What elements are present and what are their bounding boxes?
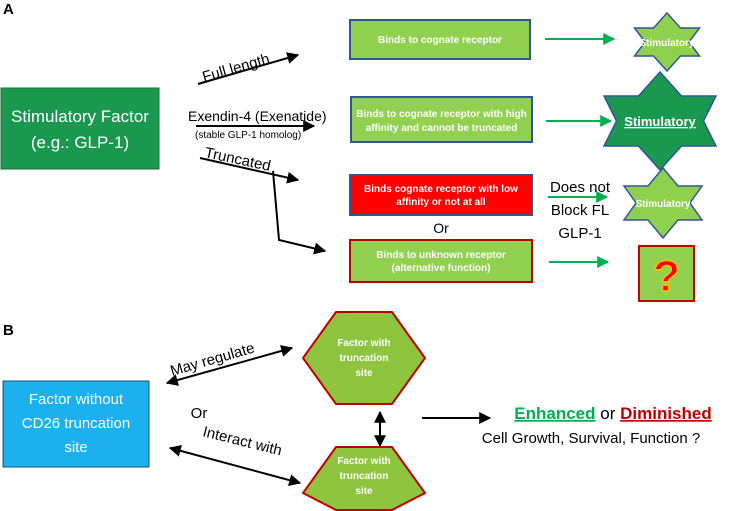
factor-without-site-box: Factor without CD26 truncation site: [2, 380, 150, 468]
binds-cognate-text: Binds to cognate receptor: [378, 35, 502, 46]
hex-top-text-1: Factor with: [337, 338, 390, 349]
unknown-receptor-box: Binds to unknown receptor (alternative f…: [349, 239, 533, 283]
may-regulate-label: May regulate: [168, 340, 256, 380]
stimulatory-factor-title: Stimulatory Factor: [11, 107, 149, 126]
full-length-arrow: [197, 52, 300, 85]
exendin-note: (stable GLP-1 homolog): [195, 130, 301, 141]
high-affinity-text-1: Binds to cognate receptor with high: [356, 109, 527, 120]
low-affinity-text-2: affinity or not at all: [396, 197, 486, 208]
star-big-label: Stimulatory: [624, 114, 696, 129]
interact-with-arrow: [168, 445, 302, 486]
unknown-receptor-text-1: Binds to unknown receptor: [376, 250, 506, 261]
stimulatory-factor-example: (e.g.: GLP-1): [31, 133, 129, 152]
star-big: Stimulatory: [602, 70, 718, 172]
star-top: Stimulatory: [633, 11, 701, 73]
hex-top-text-2: truncation: [340, 353, 389, 364]
low-affinity-box: Binds cognate receptor with low affinity…: [349, 174, 533, 216]
truncated-label: Truncated: [203, 144, 272, 175]
stimulatory-factor-box: Stimulatory Factor (e.g.: GLP-1): [0, 87, 160, 170]
panel-a-or-label: Or: [433, 220, 449, 236]
factor-box-text-2: CD26 truncation: [22, 415, 130, 432]
low-affinity-text-1: Binds cognate receptor with low: [364, 184, 518, 195]
hexagon-bottom: Factor with truncation site: [301, 446, 427, 511]
question-mark-icon: ?: [653, 252, 680, 301]
alternate-branch-arrow: [272, 170, 327, 255]
unknown-receptor-text-2: (alternative function): [392, 263, 491, 274]
star-small: Stimulatory: [622, 166, 704, 240]
full-length-label: Full length: [200, 50, 271, 85]
star-top-label: Stimulatory: [639, 38, 694, 49]
hex-top-text-3: site: [355, 368, 373, 379]
panel-b-or-label: Or: [191, 405, 208, 422]
high-affinity-text-2: affinity and cannot be truncated: [366, 123, 518, 134]
hexagon-top: Factor with truncation site: [301, 311, 427, 405]
outcome-text: Cell Growth, Survival, Function ?: [482, 430, 700, 447]
high-affinity-box: Binds to cognate receptor with high affi…: [350, 96, 533, 143]
panel-a-label: A: [3, 1, 14, 18]
hex-bottom-text-3: site: [355, 486, 373, 497]
interact-with-label: Interact with: [201, 423, 284, 459]
or-word-text: or: [600, 404, 615, 423]
panel-b-label: B: [3, 322, 14, 339]
does-not-line-3: GLP-1: [558, 225, 601, 242]
exendin-label: Exendin-4 (Exenatide): [188, 108, 327, 124]
enhanced-label: Enhanced: [514, 404, 595, 423]
does-not-line-2: Block FL: [551, 202, 609, 219]
may-regulate-arrow: [165, 345, 294, 386]
diminished-label: Diminished: [620, 404, 712, 423]
hex-bottom-text-2: truncation: [340, 471, 389, 482]
outcome-heading: Enhanced or Diminished: [514, 404, 711, 423]
does-not-line-1: Does not: [550, 179, 611, 196]
star-small-label: Stimulatory: [635, 199, 690, 210]
binds-cognate-box: Binds to cognate receptor: [349, 19, 531, 60]
hex-bottom-text-1: Factor with: [337, 456, 390, 467]
question-box: ?: [638, 245, 695, 302]
factor-box-text-3: site: [64, 439, 87, 456]
factor-box-text-1: Factor without: [29, 391, 124, 408]
truncated-arrow: [199, 157, 300, 184]
